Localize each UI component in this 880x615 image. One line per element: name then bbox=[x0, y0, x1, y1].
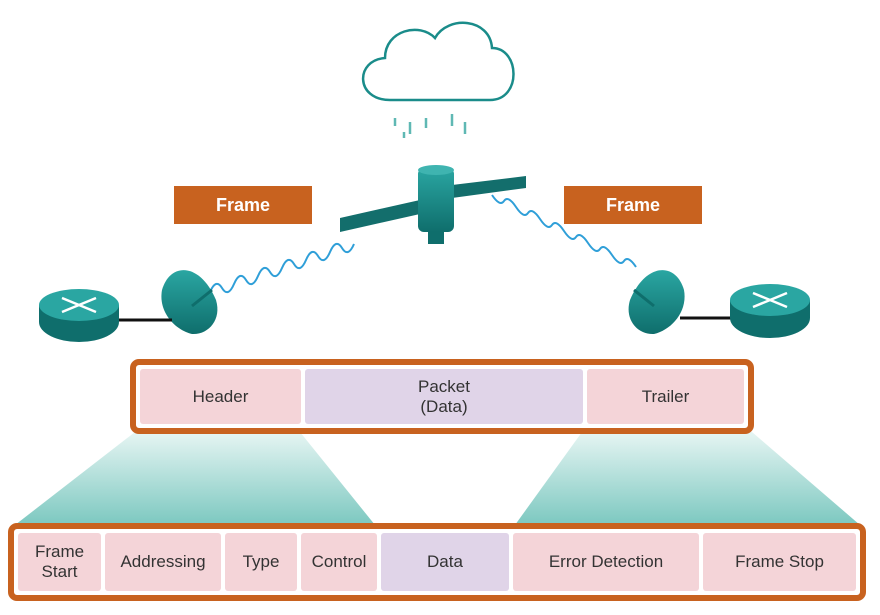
right-router-icon bbox=[730, 284, 810, 338]
type-cell: Type bbox=[225, 533, 297, 591]
frame-stop-cell: Frame Stop bbox=[703, 533, 856, 591]
frame-fields-bar: Frame Start Addressing Type Control Data… bbox=[8, 523, 866, 601]
trailer-expansion bbox=[515, 432, 860, 525]
right-satellite-dish-icon bbox=[628, 270, 685, 335]
left-router-icon bbox=[39, 289, 119, 342]
frame-label-right: Frame bbox=[564, 186, 702, 224]
header-expansion bbox=[15, 432, 375, 525]
addressing-cell: Addressing bbox=[105, 533, 221, 591]
data-cell: Data bbox=[381, 533, 509, 591]
left-satellite-dish-icon bbox=[161, 270, 218, 335]
frame-label-left: Frame bbox=[174, 186, 312, 224]
packet-data-cell: Packet (Data) bbox=[305, 369, 583, 424]
satellite-icon bbox=[340, 165, 526, 244]
right-wireless-wave bbox=[491, 194, 637, 268]
frame-bar: Header Packet (Data) Trailer bbox=[130, 359, 754, 434]
error-detection-cell: Error Detection bbox=[513, 533, 699, 591]
cloud-icon bbox=[361, 21, 515, 138]
left-wireless-wave bbox=[209, 242, 355, 294]
control-cell: Control bbox=[301, 533, 377, 591]
header-cell: Header bbox=[140, 369, 301, 424]
frame-start-cell: Frame Start bbox=[18, 533, 101, 591]
trailer-cell: Trailer bbox=[587, 369, 744, 424]
